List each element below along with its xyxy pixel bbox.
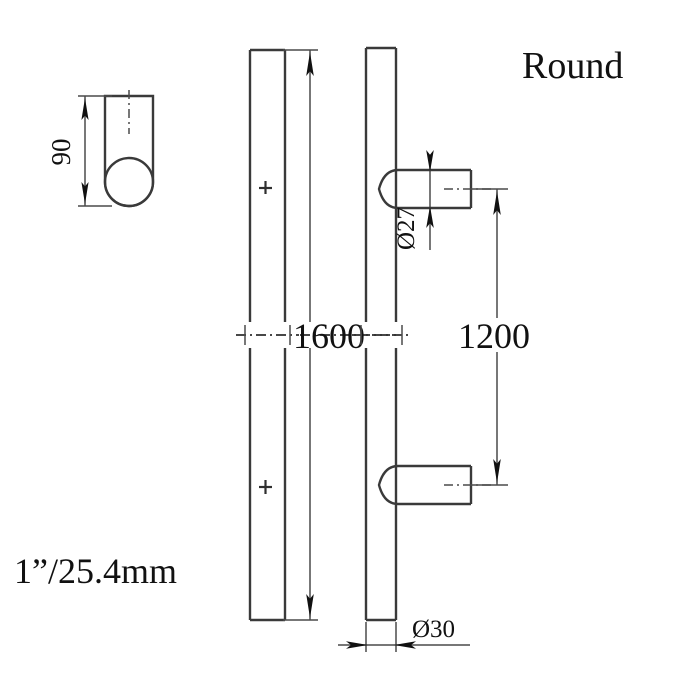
side-view-arrow-top	[81, 98, 89, 120]
profile-bar-upper-outline	[364, 46, 398, 322]
front-dim-arrow-top	[306, 52, 314, 76]
side-view-dimension-label: 90	[46, 139, 76, 166]
center-distance-arrow-bottom	[493, 459, 501, 483]
front-bar-center-mark-lower	[259, 480, 272, 494]
profile-elevation-view: Ø27 1200 Ø30	[338, 46, 530, 652]
profile-standoff-lower-outline	[377, 464, 471, 506]
profile-standoff-upper-outline	[377, 168, 471, 210]
front-dimension-label: 1600	[293, 316, 365, 356]
front-elevation-view: 1600	[236, 48, 400, 622]
profile-bar-lower-outline	[364, 348, 398, 622]
page-title: Round	[522, 45, 623, 87]
front-bar-lower-outline	[248, 348, 287, 622]
side-view-end-circle	[103, 156, 155, 208]
bar-diameter-arrow-left	[346, 641, 368, 649]
front-bar-upper-outline	[248, 48, 287, 322]
bar-diameter-label: Ø30	[412, 616, 455, 643]
center-distance-arrow-top	[493, 191, 501, 215]
standoff-diameter-label: Ø27	[393, 207, 420, 250]
center-distance-label: 1200	[458, 316, 530, 356]
front-bar-center-mark-upper	[259, 181, 272, 194]
scale-note: 1”/25.4mm	[14, 551, 177, 591]
bar-diameter-arrow-right	[394, 641, 416, 649]
side-section-view: 90	[46, 90, 155, 208]
standoff-diameter-arrow-top	[426, 150, 434, 172]
standoff-diameter-arrow-bottom	[426, 206, 434, 228]
front-dim-arrow-bottom	[306, 594, 314, 618]
side-view-arrow-bottom	[81, 182, 89, 204]
